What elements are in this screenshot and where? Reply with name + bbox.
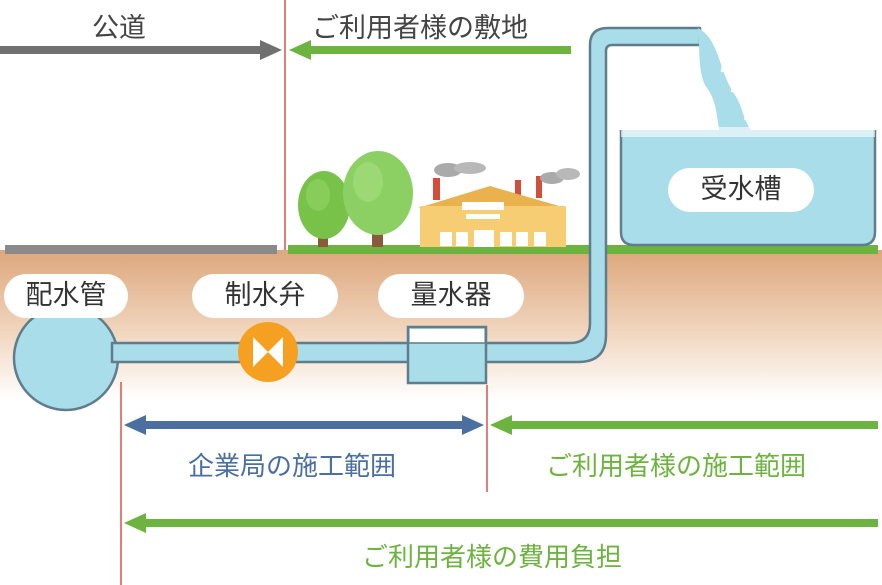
meter-icon xyxy=(406,325,488,385)
bureau-work-scope-label: 企業局の施工範囲 xyxy=(188,452,397,482)
building-icon xyxy=(418,162,580,247)
public-road-label: 公道 xyxy=(92,13,146,44)
site-ground xyxy=(288,245,878,254)
valve-icon xyxy=(238,322,298,382)
customer-scope-arrow xyxy=(490,415,878,435)
control-valve-label: 制水弁 xyxy=(192,274,338,318)
tree-icon xyxy=(298,171,350,247)
water-stream-icon xyxy=(698,28,760,140)
customer-cost-arrow xyxy=(124,513,878,533)
water-main-icon xyxy=(12,304,120,412)
tree-icon xyxy=(343,151,413,247)
customer-cost-label: ご利用者様の費用負担 xyxy=(362,543,623,573)
public-road-ground xyxy=(5,245,277,254)
customer-work-scope-label: ご利用者様の施工範囲 xyxy=(546,452,807,482)
bureau-scope-arrow xyxy=(124,415,484,435)
water-meter-label: 量水器 xyxy=(378,274,524,318)
customer-site-arrow xyxy=(289,40,571,60)
customer-site-label: ご利用者様の敷地 xyxy=(312,13,528,44)
water-main-label: 配水管 xyxy=(4,274,128,318)
receiving-tank-label: 受水槽 xyxy=(668,168,814,212)
public-road-arrow xyxy=(0,40,282,60)
